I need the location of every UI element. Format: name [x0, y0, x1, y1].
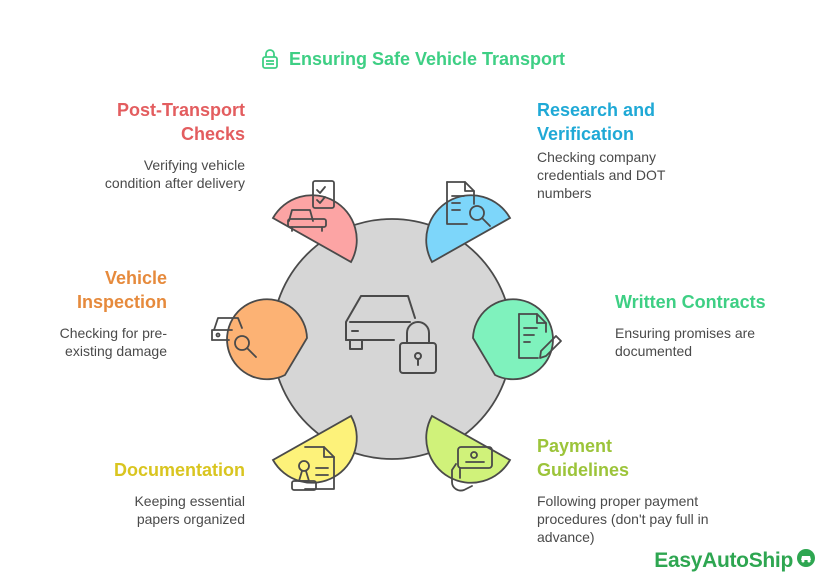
step-heading: Post-Transport Checks — [40, 98, 245, 146]
step-post-transport: Post-Transport Checks Verifying vehicle … — [40, 98, 245, 192]
step-payment: Payment Guidelines Following proper paym… — [537, 434, 767, 546]
desc-line: Following proper payment — [537, 493, 699, 509]
desc-line: Verifying vehicle — [143, 157, 245, 173]
heading-line: Written Contracts — [615, 292, 766, 312]
petal-documentation — [271, 414, 358, 484]
heading-line: Checks — [180, 124, 245, 144]
brand-name: EasyAutoShip — [654, 548, 793, 572]
brand-logo: EasyAutoShip — [654, 548, 816, 573]
desc-line: existing damage — [65, 343, 167, 359]
heading-line: Verification — [537, 124, 635, 144]
desc-line: condition after delivery — [104, 175, 245, 191]
contract-pen-icon — [518, 313, 562, 359]
heading-line: Guidelines — [537, 460, 630, 480]
desc-line: papers organized — [136, 511, 245, 527]
heading-line: Post-Transport — [116, 100, 245, 120]
diagram-title: Ensuring Safe Vehicle Transport — [288, 48, 566, 69]
step-research: Research and Verification Checking compa… — [537, 98, 787, 202]
car-lock-icon — [345, 295, 437, 374]
car-logo-icon — [796, 548, 816, 573]
heading-line: Vehicle — [104, 268, 167, 288]
hand-card-icon — [451, 446, 493, 492]
desc-line: numbers — [537, 185, 592, 201]
desc-line: Keeping essential — [134, 493, 245, 509]
document-search-icon — [446, 181, 491, 227]
step-vehicle-inspection: Vehicle Inspection Checking for pre- exi… — [17, 266, 167, 360]
desc-line: Checking for pre- — [59, 325, 167, 341]
desc-line: advance) — [537, 529, 595, 545]
desc-line: Checking company — [537, 149, 657, 165]
heading-line: Payment — [537, 436, 613, 456]
step-heading: Written Contracts — [615, 290, 815, 314]
step-description: Checking for pre- existing damage — [17, 324, 167, 360]
step-heading: Payment Guidelines — [537, 434, 767, 482]
desc-line: documented — [615, 343, 693, 359]
step-heading: Research and Verification — [537, 98, 787, 146]
petal-vehicle-inspection — [226, 298, 308, 381]
desc-line: procedures (don't pay full in — [537, 511, 709, 527]
heading-line: Inspection — [76, 292, 167, 312]
car-checklist-icon — [287, 180, 335, 232]
document-stamp-icon — [291, 446, 335, 491]
heading-line: Research and — [537, 100, 656, 120]
desc-line: Ensuring promises are — [615, 325, 756, 341]
heading-line: Documentation — [113, 460, 245, 480]
lock-list-icon — [259, 48, 281, 70]
petal-post-transport — [271, 194, 358, 264]
step-description: Following proper payment procedures (don… — [537, 492, 767, 546]
step-description: Ensuring promises are documented — [615, 324, 815, 360]
car-magnifier-icon — [211, 317, 257, 358]
diagram-title-row: Ensuring Safe Vehicle Transport — [0, 48, 824, 70]
step-heading: Documentation — [45, 458, 245, 482]
step-documentation: Documentation Keeping essential papers o… — [45, 458, 245, 528]
step-description: Keeping essential papers organized — [45, 492, 245, 528]
step-heading: Vehicle Inspection — [17, 266, 167, 314]
desc-line: credentials and DOT — [537, 167, 666, 183]
step-written-contracts: Written Contracts Ensuring promises are … — [615, 290, 815, 360]
petal-written-contracts — [472, 298, 554, 381]
step-description: Checking company credentials and DOT num… — [537, 148, 787, 202]
step-description: Verifying vehicle condition after delive… — [40, 156, 245, 192]
